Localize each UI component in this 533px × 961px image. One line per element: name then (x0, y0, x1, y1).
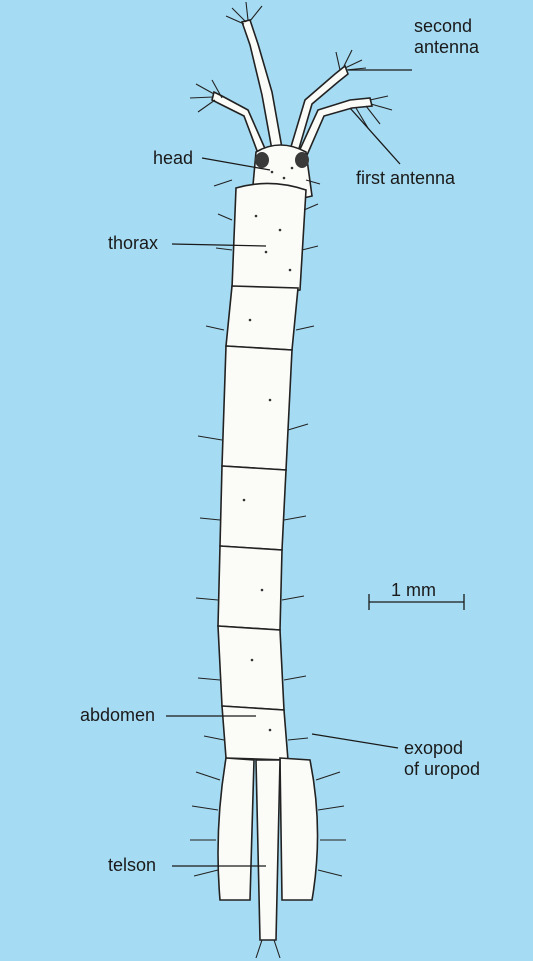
label-abdomen: abdomen (80, 705, 155, 726)
body-segments (196, 286, 314, 760)
label-exopod-line2: of uropod (404, 759, 480, 780)
label-second-antenna: second antenna (414, 16, 479, 58)
label-first-antenna: first antenna (356, 168, 455, 189)
label-second-antenna-line2: antenna (414, 37, 479, 58)
scale-bar-label: 1 mm (391, 580, 436, 601)
uropod-right (280, 758, 346, 900)
label-telson: telson (108, 855, 156, 876)
label-second-antenna-line1: second (414, 16, 479, 37)
label-thorax: thorax (108, 233, 158, 254)
label-exopod-of-uropod: exopod of uropod (404, 738, 480, 780)
telson-shape (256, 760, 280, 958)
leader-exopod (312, 734, 398, 748)
leader-first-antenna (350, 108, 400, 164)
label-exopod-line1: exopod (404, 738, 480, 759)
uropod-left (190, 758, 254, 900)
thorax-segment (214, 180, 320, 293)
label-head: head (153, 148, 193, 169)
